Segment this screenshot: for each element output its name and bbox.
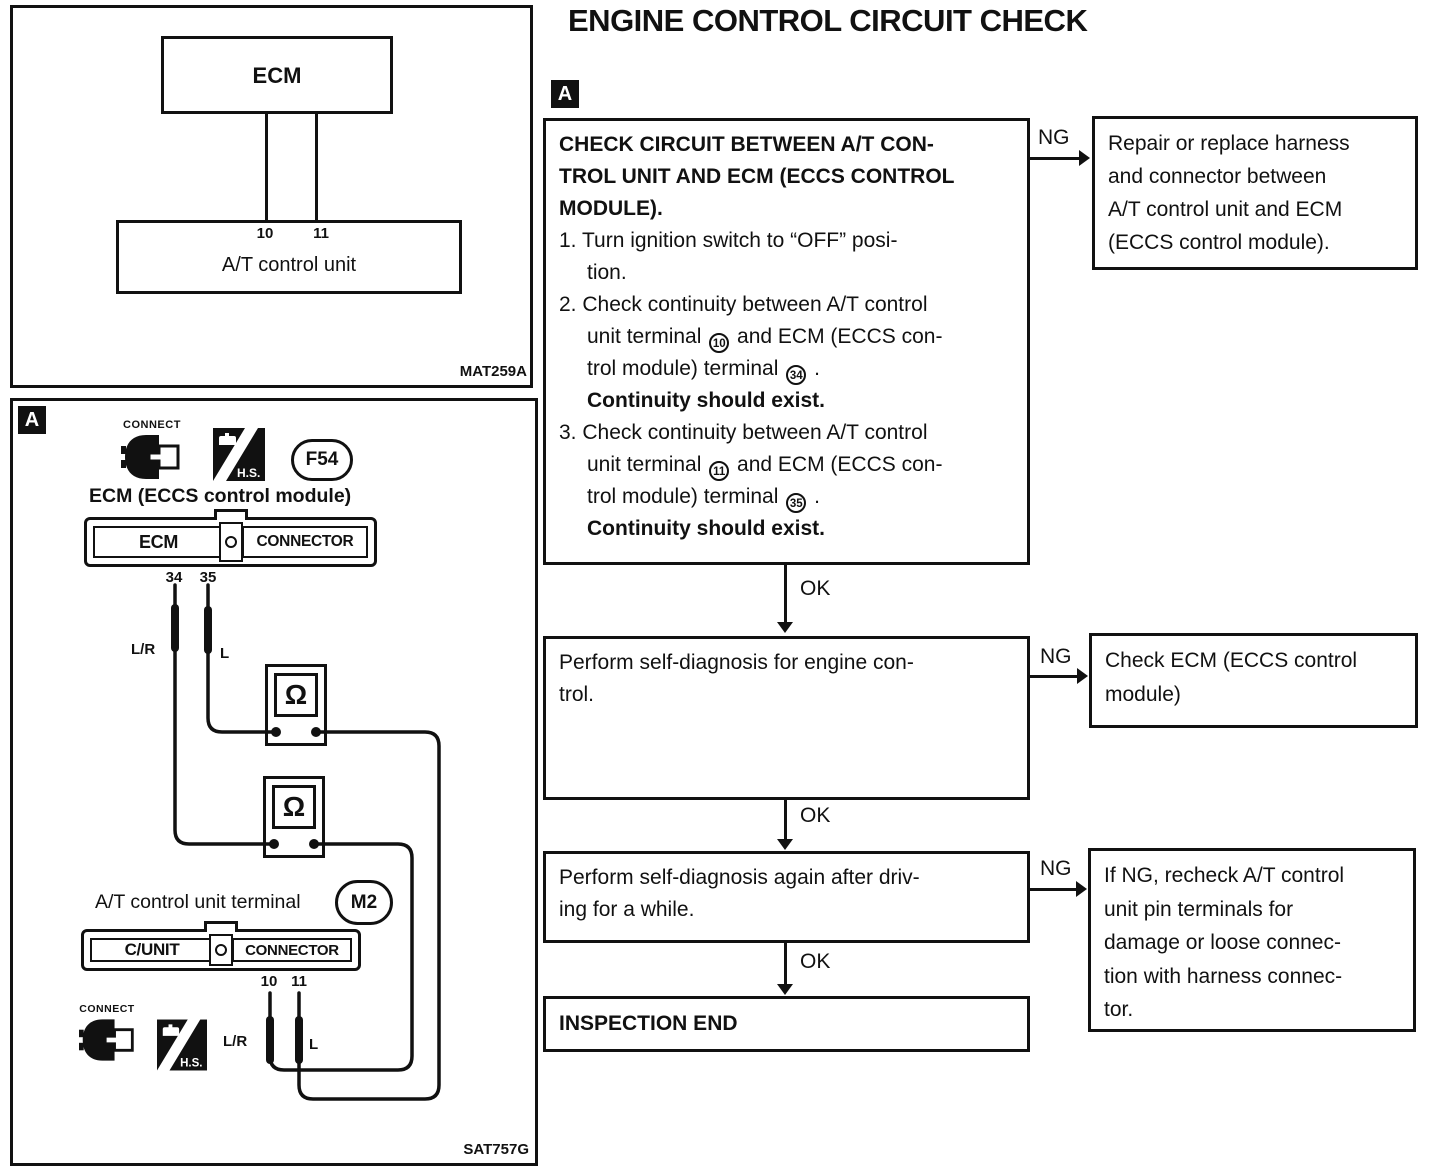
flow-step-2: Perform self-diagnosis for engine con-tr… bbox=[543, 636, 1030, 800]
ng-label-2: NG bbox=[1040, 645, 1072, 668]
strip-tab bbox=[204, 921, 238, 932]
svg-text:H.S.: H.S. bbox=[180, 1058, 202, 1070]
ohmmeter-1: Ω bbox=[265, 664, 327, 746]
ohmmeter-1-display: Ω bbox=[274, 673, 318, 717]
ecm-connector-strip: ECM CONNECTOR bbox=[84, 509, 377, 567]
hs-icon-bottom: H.S. bbox=[157, 1019, 207, 1071]
circled-terminal-number: 10 bbox=[709, 333, 730, 353]
ng-arrow-1 bbox=[1030, 150, 1090, 166]
schematic-panel: ECM 10 11 A/T control unit MAT259A bbox=[10, 5, 533, 388]
section-a-badge-flow: A bbox=[551, 80, 579, 108]
ecm-block-label: ECM bbox=[252, 63, 302, 88]
unit-strip-left-cell: C/UNIT bbox=[90, 938, 214, 962]
unit-connector-strip: C/UNIT CONNECTOR bbox=[81, 921, 361, 971]
page-title: ENGINE CONTROL CIRCUIT CHECK bbox=[568, 3, 1088, 38]
ok-arrow-1 bbox=[777, 565, 793, 633]
ok-label-3: OK bbox=[800, 950, 831, 973]
figure-code-mat259a: MAT259A bbox=[459, 363, 527, 380]
flow-end: INSPECTION END bbox=[543, 996, 1030, 1052]
ecm-wire-11 bbox=[315, 111, 318, 222]
unit-terminal-caption: A/T control unit terminal bbox=[95, 891, 301, 913]
wire-lr-bottom-label: L/R bbox=[223, 1033, 248, 1050]
wire-lr-top-label: L/R bbox=[131, 641, 156, 658]
circled-terminal-number: 11 bbox=[709, 461, 730, 481]
ok-arrow-3 bbox=[777, 943, 793, 995]
circled-terminal-number: 35 bbox=[786, 493, 807, 513]
flow-step-1: CHECK CIRCUIT BETWEEN A/T CON-TROL UNIT … bbox=[543, 118, 1030, 565]
unit-strip-left-label: C/UNIT bbox=[124, 940, 180, 959]
connect-icon-bottom bbox=[79, 1019, 134, 1061]
ng-label-3: NG bbox=[1040, 857, 1072, 880]
connect-label-top: CONNECT bbox=[123, 419, 181, 431]
connect-icon-top bbox=[121, 435, 180, 479]
ecm-block: ECM bbox=[161, 36, 393, 114]
unit-connector-ref-label: M2 bbox=[350, 891, 378, 913]
measurement-panel: A CONNECT H.S. F54 ECM (ECCS control mod… bbox=[10, 398, 538, 1166]
pin-10b-label: 10 bbox=[260, 973, 278, 990]
ecm-caption: ECM (ECCS control module) bbox=[89, 485, 352, 507]
pin-11-label: 11 bbox=[313, 225, 329, 242]
ng-arrow-3 bbox=[1030, 881, 1087, 897]
strip-lock-icon bbox=[209, 934, 233, 966]
pin-10-label: 10 bbox=[256, 225, 274, 242]
pin-35-label: 35 bbox=[199, 569, 217, 586]
ohmmeter-2-display: Ω bbox=[272, 785, 316, 829]
ecm-wire-10 bbox=[265, 111, 268, 222]
unit-connector-ref: M2 bbox=[335, 880, 393, 925]
ohmmeter-2: Ω bbox=[263, 776, 325, 858]
unit-strip-right-label: CONNECTOR bbox=[245, 941, 339, 959]
flow-step-3: Perform self-diagnosis again after driv-… bbox=[543, 851, 1030, 943]
at-control-unit-label: A/T control unit bbox=[221, 254, 357, 276]
strip-tab bbox=[213, 509, 248, 520]
svg-text:H.S.: H.S. bbox=[237, 466, 260, 480]
figure-code-sat757g: SAT757G bbox=[463, 1141, 529, 1158]
pin-11b-label: 11 bbox=[291, 973, 307, 990]
ng-arrow-2 bbox=[1030, 668, 1088, 684]
unit-strip-right-cell: CONNECTOR bbox=[232, 938, 352, 962]
ok-label-2: OK bbox=[800, 804, 831, 827]
ecm-strip-left-cell: ECM bbox=[93, 526, 224, 558]
strip-lock-icon bbox=[218, 522, 243, 562]
ng-label-1: NG bbox=[1038, 126, 1070, 149]
connect-label-bottom: CONNECT bbox=[79, 1003, 135, 1015]
ecm-strip-right-label: CONNECTOR bbox=[256, 533, 354, 550]
wire-l-bottom-label: L bbox=[309, 1036, 319, 1053]
ecm-strip-right-cell: CONNECTOR bbox=[242, 526, 368, 558]
ohm-symbol: Ω bbox=[284, 679, 308, 710]
ecm-connector-ref-label: F54 bbox=[305, 449, 339, 470]
section-a-badge-diagram: A bbox=[18, 406, 46, 434]
ok-arrow-2 bbox=[777, 800, 793, 850]
ok-label-1: OK bbox=[800, 577, 831, 600]
ecm-connector-ref: F54 bbox=[291, 439, 353, 481]
hs-icon-top: H.S. bbox=[213, 428, 265, 481]
ohm-symbol: Ω bbox=[282, 791, 306, 822]
at-control-unit-block bbox=[116, 220, 462, 294]
wire-l-top-label: L bbox=[220, 645, 230, 662]
pin-34-label: 34 bbox=[165, 569, 183, 586]
circled-terminal-number: 34 bbox=[786, 365, 807, 385]
ecm-strip-left-label: ECM bbox=[138, 531, 179, 552]
